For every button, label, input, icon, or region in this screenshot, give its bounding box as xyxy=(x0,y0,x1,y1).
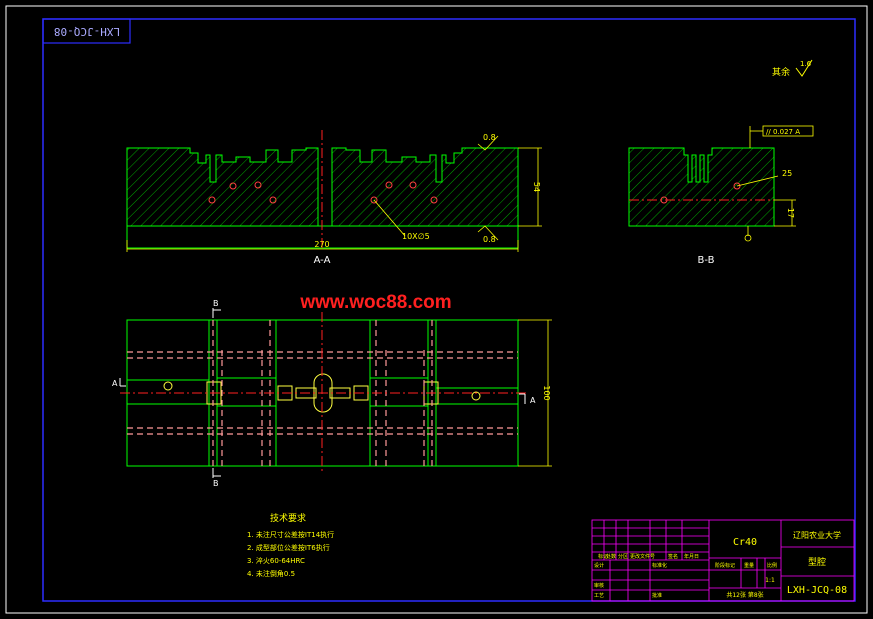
stage-mark-label: 阶段标记 xyxy=(715,562,735,569)
weight-label: 重量 xyxy=(744,562,754,569)
row-label-0: 标记 xyxy=(598,553,608,560)
width-dim: 270 xyxy=(314,240,329,249)
section-aa-label: A-A xyxy=(314,255,331,266)
section-bb: 25 17 // 0.027 A B-B xyxy=(628,125,814,266)
tech-item-4: 4. 未注倒角0.5 xyxy=(247,569,295,578)
scale: 1:1 xyxy=(765,577,775,584)
ratio-label: 比例 xyxy=(767,562,777,569)
row-label-2: 分区 xyxy=(618,553,628,560)
roughness-bottom: 0.8 xyxy=(483,235,496,244)
inner-frame xyxy=(42,18,856,602)
row-label-1: 处数 xyxy=(606,553,616,560)
tech-title: 技术要求 xyxy=(270,512,306,524)
dim-17: 17 xyxy=(786,208,795,218)
tech-item-1: 1. 未注尺寸公差按IT14执行 xyxy=(247,530,334,539)
tech-item-3: 3. 淬火60-64HRC xyxy=(247,556,305,565)
design-label: 设计 xyxy=(594,562,604,569)
outer-frame xyxy=(5,5,868,614)
hole-callout: 10X∅5 xyxy=(402,232,430,241)
dim-25: 25 xyxy=(782,169,792,178)
cut-a-right: A xyxy=(530,396,536,405)
tech-requirements: 技术要求 1. 未注尺寸公差按IT14执行 2. 成型部位公差按IT6执行 3.… xyxy=(247,512,334,578)
tech-item-2: 2. 成型部位公差按IT6执行 xyxy=(247,543,330,552)
row-label-5: 年月日 xyxy=(684,553,699,560)
cut-b-top: B xyxy=(213,299,219,308)
stamp-box xyxy=(42,18,131,44)
section-aa: 10X∅5 54 270 0.8 0.8 A-A xyxy=(126,130,542,266)
cut-b-bottom: B xyxy=(213,479,219,488)
review-label: 审核 xyxy=(594,582,604,589)
plan-height-dim: 100 xyxy=(542,385,551,400)
part-name: 型腔 xyxy=(808,556,826,568)
school-name: 辽阳农业大学 xyxy=(793,530,841,540)
cut-a-left: A xyxy=(112,379,118,388)
plan-view: 100 B B A A xyxy=(112,299,552,488)
title-stamp: LXH-JCQ-08 xyxy=(54,25,120,38)
row-label-3: 更改文件号 xyxy=(630,553,655,560)
row-label-4: 签名 xyxy=(668,553,678,560)
section-bb-label: B-B xyxy=(698,255,715,266)
process-label: 工艺 xyxy=(594,593,604,599)
material: Cr40 xyxy=(733,537,757,548)
title-block-text: Cr40 辽阳农业大学 型腔 LXH-JCQ-08 1:1 共12张 第8张 阶… xyxy=(594,530,847,599)
drawing-no: LXH-JCQ-08 xyxy=(787,585,847,596)
standard-label: 标准化 xyxy=(652,562,667,569)
roughness-value: 1.6 xyxy=(800,60,812,68)
height-dim: 54 xyxy=(532,182,541,192)
tolerance-frame: // 0.027 A xyxy=(766,128,800,136)
approve-label: 批准 xyxy=(652,592,662,599)
sheet-info: 共12张 第8张 xyxy=(726,591,763,599)
roughness-symbol xyxy=(795,59,813,77)
roughness-label: 其余 xyxy=(772,66,790,78)
watermark: www.woc88.com xyxy=(299,292,451,313)
roughness-top: 0.8 xyxy=(483,133,496,142)
title-block xyxy=(591,519,855,602)
